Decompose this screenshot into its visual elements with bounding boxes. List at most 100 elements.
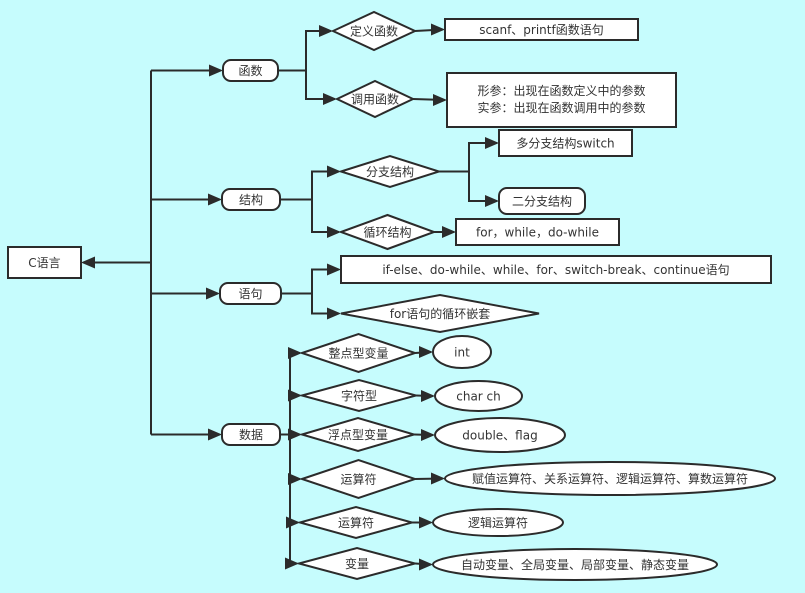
- node-stmt-nest[interactable]: for语句的循环嵌套: [340, 293, 540, 334]
- node-data-int-leaf[interactable]: int: [432, 335, 492, 369]
- arrowhead-icon: [81, 256, 95, 269]
- node-struct[interactable]: 结构: [221, 188, 281, 211]
- node-data-int[interactable]: 整点型变量: [298, 332, 419, 374]
- arrowhead-icon: [431, 23, 445, 36]
- node-root[interactable]: C语言: [7, 246, 82, 279]
- node-label: C语言: [28, 256, 60, 270]
- arrowhead-icon: [433, 94, 447, 106]
- diamond-shape: [298, 332, 419, 374]
- rect-shape: [455, 218, 620, 246]
- arrowhead-icon: [327, 165, 341, 178]
- node-data-char[interactable]: 字符型: [298, 378, 420, 413]
- node-stmt[interactable]: 语句: [219, 282, 282, 305]
- rect-shape: [498, 129, 633, 157]
- node-struct-loop-leaf[interactable]: for，while，do-while: [455, 218, 620, 246]
- node-label: 赋值运算符、关系运算符、逻辑运算符、算数运算符: [472, 471, 748, 486]
- node-label: char ch: [456, 390, 501, 404]
- node-label: 分支结构: [366, 164, 414, 179]
- node-label: 字符型: [341, 388, 377, 403]
- node-label: 定义函数: [350, 24, 398, 39]
- node-label: for语句的循环嵌套: [390, 306, 491, 321]
- node-label: 变量: [345, 556, 369, 571]
- arrowhead-icon: [206, 287, 220, 300]
- node-struct-branch-two[interactable]: 二分支结构: [498, 187, 586, 215]
- diamond-shape: [298, 378, 420, 413]
- diamond-shape: [298, 416, 418, 453]
- node-data-char-leaf[interactable]: char ch: [434, 380, 523, 412]
- node-label: if-else、do-while、while、for、switch-break、…: [382, 263, 729, 277]
- connector: [278, 30, 331, 72]
- node-func-call[interactable]: 调用函数: [334, 79, 416, 119]
- diamond-shape: [338, 213, 437, 251]
- node-label: 数据: [239, 427, 263, 442]
- node-data-var[interactable]: 变量: [295, 546, 419, 581]
- arrowhead-icon: [323, 93, 337, 105]
- arrowhead-icon: [208, 428, 222, 441]
- connector: [281, 292, 339, 315]
- diamond-shape: [295, 546, 419, 581]
- node-data-float-leaf[interactable]: double、flag: [434, 417, 566, 453]
- node-label: 语句: [238, 287, 262, 301]
- node-struct-loop[interactable]: 循环结构: [338, 213, 437, 251]
- arrowhead-icon: [285, 557, 299, 570]
- diamond-shape: [298, 458, 419, 500]
- node-struct-branch[interactable]: 分支结构: [337, 154, 443, 189]
- rect-shape: [340, 255, 772, 284]
- node-struct-branch-multi[interactable]: 多分支结构switch: [498, 129, 633, 157]
- arrowhead-icon: [419, 558, 433, 571]
- arrowhead-icon: [327, 307, 341, 320]
- node-label: 结构: [239, 192, 263, 207]
- node-data-op2[interactable]: 运算符: [296, 505, 416, 540]
- rounded-shape: [221, 423, 281, 446]
- node-data[interactable]: 数据: [221, 423, 281, 446]
- connector: [278, 69, 335, 100]
- node-func[interactable]: 函数: [222, 59, 279, 82]
- connector: [280, 433, 297, 565]
- diamond-shape: [334, 79, 416, 119]
- node-label: 逻辑运算符: [468, 515, 528, 530]
- node-label: 整点型变量: [328, 346, 388, 361]
- ellipse-shape: [432, 548, 718, 581]
- node-label: for，while，do-while: [476, 226, 599, 240]
- diamond-shape: [296, 505, 416, 540]
- rect-shape: [444, 18, 639, 41]
- node-data-op1-leaf[interactable]: 赋值运算符、关系运算符、逻辑运算符、算数运算符: [444, 461, 776, 496]
- node-label: 循环结构: [363, 225, 411, 240]
- node-data-var-leaf[interactable]: 自动变量、全局变量、局部变量、静态变量: [432, 548, 718, 581]
- node-data-float[interactable]: 浮点型变量: [298, 416, 418, 453]
- arrowhead-icon: [419, 516, 433, 529]
- node-label: 自动变量、全局变量、局部变量、静态变量: [461, 557, 689, 572]
- connector: [280, 198, 339, 233]
- arrowhead-icon: [209, 64, 223, 77]
- arrowhead-icon: [319, 25, 333, 37]
- arrowhead-icon: [421, 390, 435, 402]
- arrowhead-icon: [442, 226, 456, 238]
- ellipse-shape: [432, 335, 492, 369]
- ellipse-shape: [444, 461, 776, 496]
- rect-shape: [446, 72, 677, 128]
- connector: [439, 170, 497, 202]
- node-stmt-list[interactable]: if-else、do-while、while、for、switch-break、…: [340, 255, 772, 284]
- rect-shape: [7, 246, 82, 279]
- arrowhead-icon: [485, 137, 499, 149]
- ellipse-shape: [432, 508, 564, 537]
- arrowhead-icon: [327, 263, 341, 276]
- node-label-line: 形参：出现在函数定义中的参数: [477, 83, 645, 98]
- arrowhead-icon: [288, 473, 302, 485]
- node-label: 二分支结构: [512, 194, 572, 209]
- edges-layer: [81, 23, 499, 571]
- node-data-op1[interactable]: 运算符: [298, 458, 419, 500]
- arrowhead-icon: [327, 226, 341, 238]
- node-data-op2-leaf[interactable]: 逻辑运算符: [432, 508, 564, 537]
- rounded-shape: [219, 282, 282, 305]
- arrowhead-icon: [431, 472, 445, 485]
- node-label: 函数: [238, 63, 262, 78]
- diamond-shape: [340, 293, 540, 334]
- node-label: 调用函数: [351, 92, 399, 107]
- rounded-shape: [222, 59, 279, 82]
- node-func-def-leaf[interactable]: scanf、printf函数语句: [444, 18, 639, 41]
- node-func-def[interactable]: 定义函数: [330, 10, 418, 52]
- arrowhead-icon: [288, 428, 302, 441]
